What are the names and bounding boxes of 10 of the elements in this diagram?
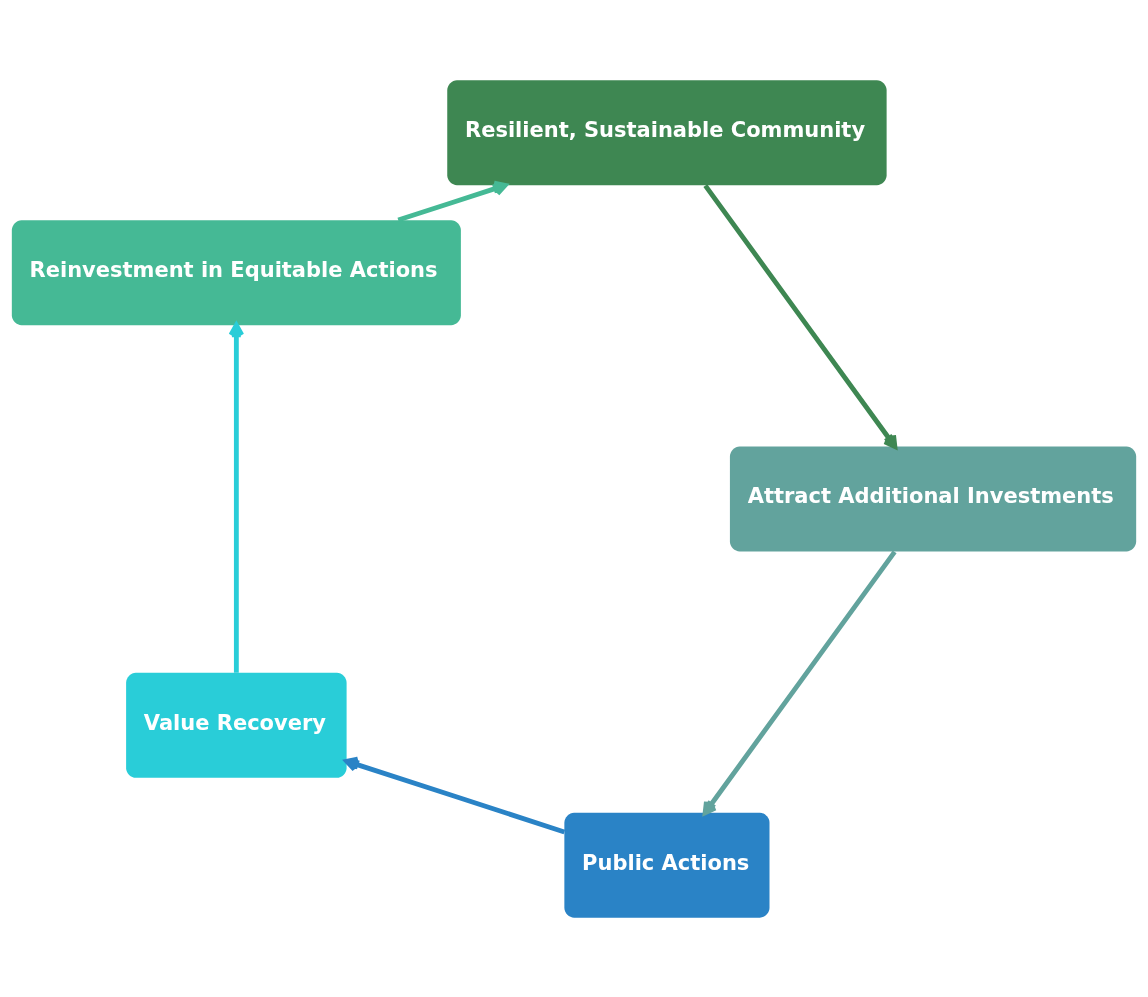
node-box: Attract Additional Investments xyxy=(729,446,1137,551)
arrow xyxy=(702,549,897,815)
arrow xyxy=(397,180,508,222)
node-box: Reinvestment in Equitable Actions xyxy=(11,219,461,325)
node-box: Resilient, Sustainable Community xyxy=(447,79,887,185)
node-box: Public Actions xyxy=(564,812,770,918)
arrow xyxy=(703,183,898,449)
arrow xyxy=(344,756,566,834)
arrow xyxy=(228,321,245,673)
node-box: Value Recovery xyxy=(126,672,347,778)
